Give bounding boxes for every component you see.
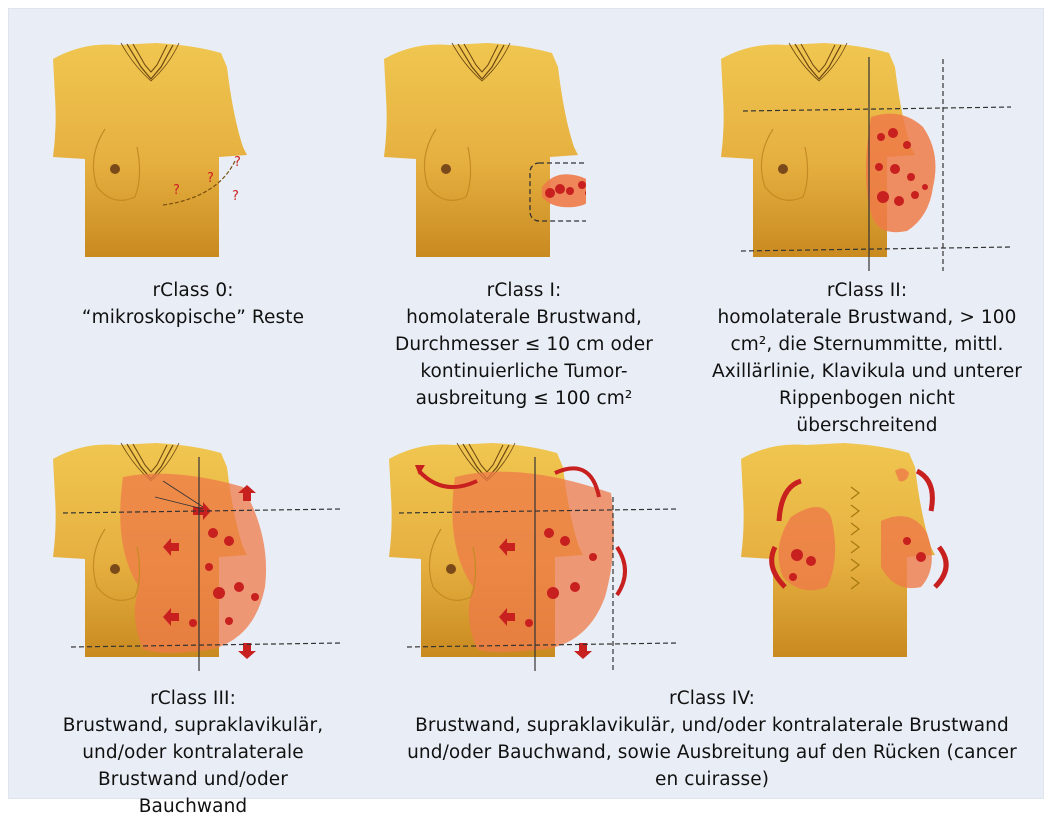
torso-figure-rclass-1 xyxy=(374,37,586,271)
caption-line: Brustwand und/oder Bauchwand xyxy=(43,766,343,820)
caption-rclass-0: rClass 0: “mikroskopische” Reste xyxy=(43,277,343,331)
question-mark: ? xyxy=(207,171,214,186)
torso-figure-rclass-0: ? ? ? ? xyxy=(43,37,255,271)
caption-line: und/oder kontralaterale xyxy=(43,739,343,766)
caption-line: homolaterale Brustwand, > 100 xyxy=(697,304,1037,331)
caption-line: homolaterale Brustwand, xyxy=(359,304,689,331)
caption-line: Axillärlinie, Klavikula und unterer xyxy=(697,358,1037,385)
caption-line: kontinuierliche Tumor- xyxy=(359,358,689,385)
figure-frame: ? ? ? ? rClass 0: “mikroskopische” Reste… xyxy=(8,8,1044,799)
question-mark: ? xyxy=(232,189,239,204)
caption-line: Brustwand, supraklavikulär, und/oder kon… xyxy=(387,712,1037,739)
caption-title: rClass 0: xyxy=(43,277,343,304)
question-mark: ? xyxy=(173,183,180,198)
caption-rclass-2: rClass II: homolaterale Brustwand, > 100… xyxy=(697,277,1037,439)
torso-figure-rclass-2 xyxy=(711,37,1011,271)
caption-line: cm², die Sternummitte, mittl. xyxy=(697,331,1037,358)
caption-title: rClass III: xyxy=(43,685,343,712)
caption-line: und/oder Bauchwand, sowie Ausbreitung au… xyxy=(387,739,1037,766)
caption-rclass-3: rClass III: Brustwand, supraklavikulär, … xyxy=(43,685,343,820)
torso-figure-rclass-4-back xyxy=(731,437,1031,671)
caption-line: überschreitend xyxy=(697,412,1037,439)
question-mark: ? xyxy=(234,155,241,170)
torso-figure-rclass-4-front xyxy=(379,437,679,671)
caption-title: rClass I: xyxy=(359,277,689,304)
caption-line: ausbreitung ≤ 100 cm² xyxy=(359,385,689,412)
caption-title: rClass II: xyxy=(697,277,1037,304)
torso-figure-rclass-3 xyxy=(43,437,343,671)
caption-rclass-4: rClass IV: Brustwand, supraklavikulär, u… xyxy=(387,685,1037,793)
nipple-icon xyxy=(110,164,120,174)
caption-line: en cuirasse) xyxy=(387,766,1037,793)
caption-line: Rippenbogen nicht xyxy=(697,385,1037,412)
caption-line: Brustwand, supraklavikulär, xyxy=(43,712,343,739)
caption-title: rClass IV: xyxy=(387,685,1037,712)
caption-rclass-1: rClass I: homolaterale Brustwand, Durchm… xyxy=(359,277,689,412)
caption-line: Durchmesser ≤ 10 cm oder xyxy=(359,331,689,358)
caption-line: “mikroskopische” Reste xyxy=(43,304,343,331)
